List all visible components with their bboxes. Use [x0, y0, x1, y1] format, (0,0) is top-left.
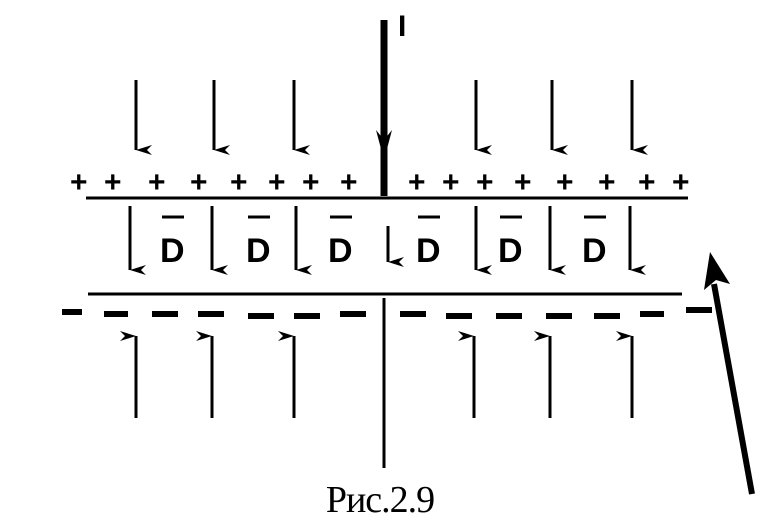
field-arrows	[128, 206, 646, 275]
plus-sign: +	[268, 166, 286, 199]
pointer-arrowhead	[704, 252, 730, 290]
positive-charges: + + + + + + + + + + + + + + + +	[70, 166, 690, 199]
plus-sign: +	[340, 166, 358, 199]
plus-sign: +	[408, 166, 426, 199]
top-arrows	[134, 80, 648, 155]
bottom-arrows	[120, 331, 634, 418]
plus-sign: +	[148, 166, 166, 199]
d-label: D	[416, 232, 441, 270]
d-label: D	[246, 232, 271, 270]
plus-sign: +	[672, 166, 690, 199]
plus-sign: +	[104, 166, 122, 199]
d-label: D	[328, 232, 353, 270]
plus-sign: +	[638, 166, 656, 199]
d-label: D	[582, 232, 607, 270]
pointer-arrow	[711, 283, 755, 495]
plus-sign: +	[556, 166, 574, 199]
displacement-labels: D D D D D D	[160, 215, 607, 270]
plus-sign: +	[302, 166, 320, 199]
plus-sign: +	[514, 166, 532, 199]
plus-sign: +	[442, 166, 460, 199]
plus-sign: +	[190, 166, 208, 199]
figure-caption: Рис.2.9	[325, 479, 435, 521]
negative-charges	[62, 307, 712, 319]
plus-sign: +	[230, 166, 248, 199]
d-label: D	[160, 232, 185, 270]
wire-current-arrowhead	[376, 130, 392, 160]
current-label: I	[398, 10, 406, 43]
plus-sign: +	[598, 166, 616, 199]
plus-sign: +	[476, 166, 494, 199]
plus-sign: +	[70, 166, 88, 199]
d-label: D	[498, 232, 523, 270]
